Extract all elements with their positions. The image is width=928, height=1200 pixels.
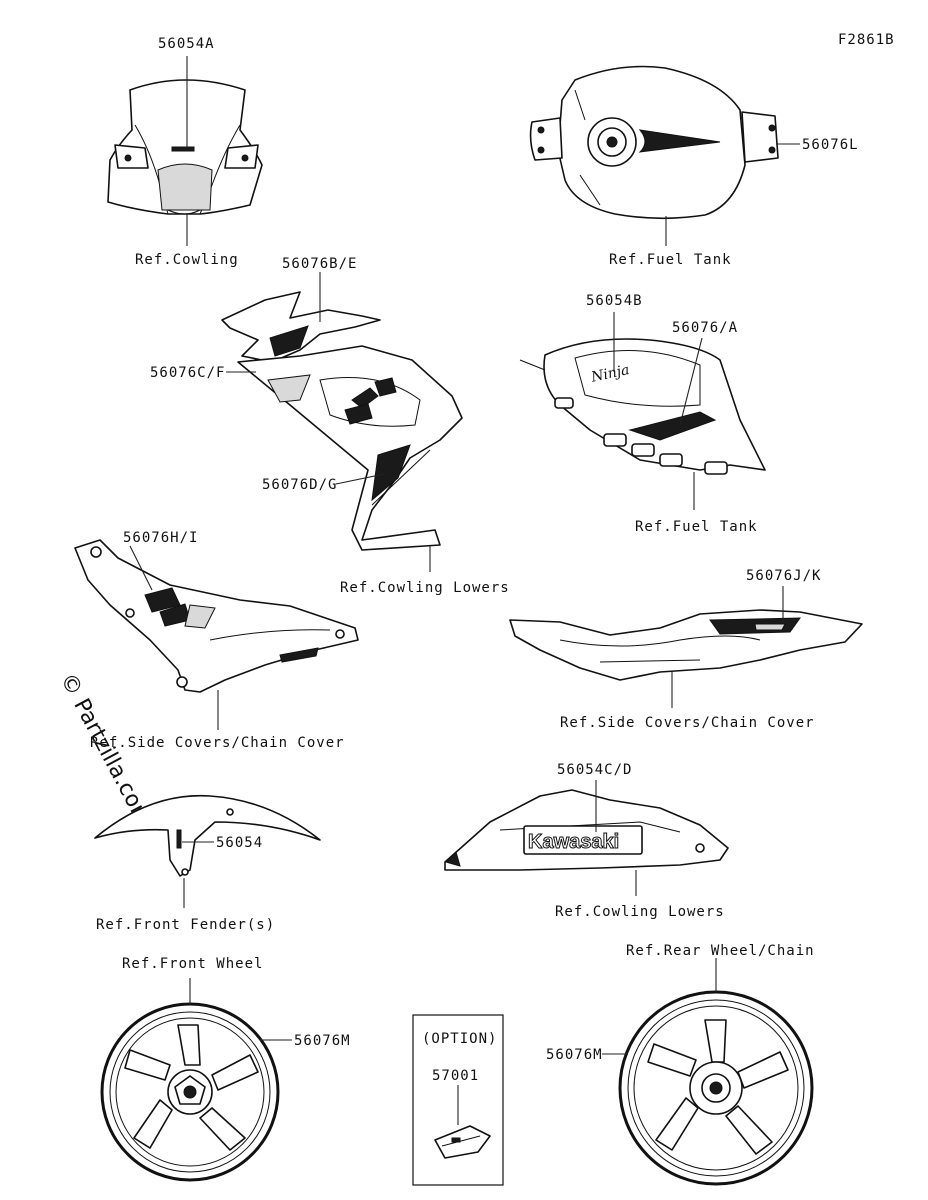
part-number-56076J-K[interactable]: 56076J/K: [746, 568, 821, 584]
ref-cowling-label[interactable]: Ref.Cowling: [135, 252, 239, 268]
figure-id: F2861B: [838, 32, 895, 48]
part-number-56054B[interactable]: 56054B: [586, 293, 643, 309]
part-number-56054C-D[interactable]: 56054C/D: [557, 762, 632, 778]
part-number-56076H-I[interactable]: 56076H/I: [123, 530, 198, 546]
part-number-56076M-front[interactable]: 56076M: [294, 1033, 351, 1049]
part-number-56076B-E[interactable]: 56076B/E: [282, 256, 357, 272]
tank-cover-side-part[interactable]: Ninja: [519, 338, 766, 475]
ref-rear-wheel-label[interactable]: Ref.Rear Wheel/Chain: [626, 943, 815, 959]
front-fender-part[interactable]: [94, 794, 321, 877]
ref-front-wheel-label[interactable]: Ref.Front Wheel: [122, 956, 263, 972]
ref-fuel-tank-1-label[interactable]: Ref.Fuel Tank: [609, 252, 732, 268]
ref-side-covers-1-label[interactable]: Ref.Side Covers/Chain Cover: [90, 735, 345, 751]
part-number-56076-A[interactable]: 56076/A: [672, 320, 738, 336]
upper-fairing-part[interactable]: [221, 291, 463, 551]
lower-cowl-part[interactable]: Kawasaki: [444, 789, 729, 871]
front-wheel-part[interactable]: [100, 1002, 280, 1182]
ref-side-covers-2-label[interactable]: Ref.Side Covers/Chain Cover: [560, 715, 815, 731]
option-box: [412, 1014, 504, 1186]
ref-cowling-lowers-1-label[interactable]: Ref.Cowling Lowers: [340, 580, 510, 596]
kawasaki-decal-text: Kawasaki: [528, 831, 619, 853]
left-side-cover-part[interactable]: [74, 539, 359, 693]
option-label: (OPTION): [422, 1031, 497, 1047]
leader-56076H-I: [129, 545, 153, 591]
ref-cowling-lowers-2-label[interactable]: Ref.Cowling Lowers: [555, 904, 725, 920]
right-side-cover-part[interactable]: [509, 609, 863, 681]
part-number-56076M-rear[interactable]: 56076M: [546, 1047, 603, 1063]
part-number-56076D-G[interactable]: 56076D/G: [262, 477, 337, 493]
rear-wheel-part[interactable]: [618, 990, 814, 1186]
part-number-56054A[interactable]: 56054A: [158, 36, 215, 52]
part-number-57001[interactable]: 57001: [432, 1068, 479, 1084]
option-part-57001[interactable]: [434, 1125, 491, 1159]
part-number-56054[interactable]: 56054: [216, 835, 263, 851]
ref-front-fender-label[interactable]: Ref.Front Fender(s): [96, 917, 275, 933]
leader-56076D-G: [335, 473, 385, 485]
windscreen-part[interactable]: [107, 79, 263, 215]
leader-56076-A: [679, 337, 703, 426]
part-number-56076C-F[interactable]: 56076C/F: [150, 365, 225, 381]
ref-fuel-tank-2-label[interactable]: Ref.Fuel Tank: [635, 519, 758, 535]
part-number-56076L[interactable]: 56076L: [802, 137, 859, 153]
fuel-tank-top-part[interactable]: [529, 65, 779, 220]
